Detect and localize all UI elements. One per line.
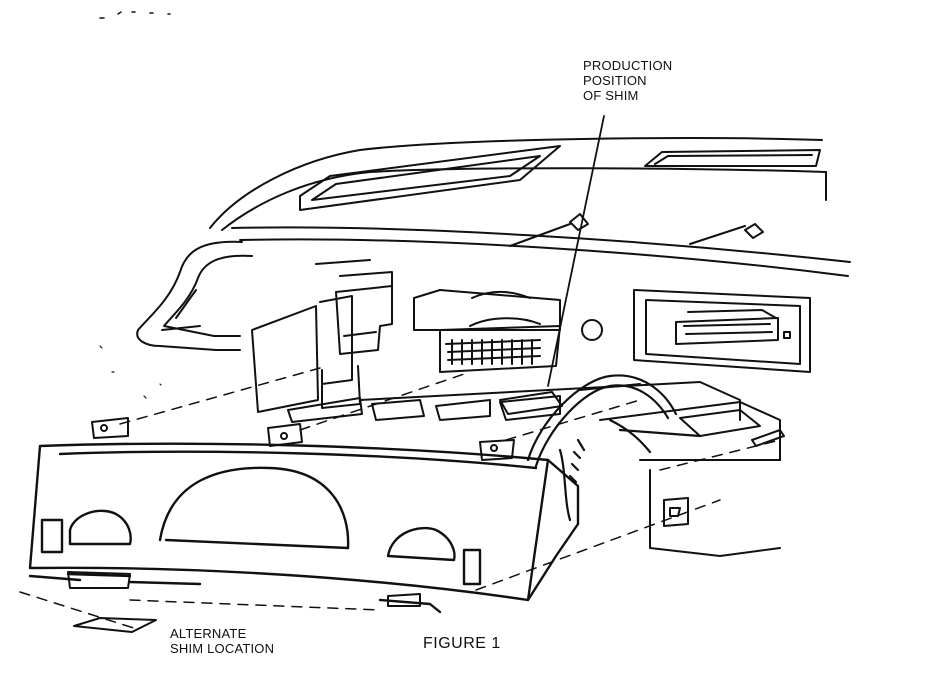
- alignment-lines: [19, 367, 781, 631]
- scan-specks: [99, 11, 171, 19]
- alternate-shim-label: ALTERNATE SHIM LOCATION: [170, 626, 310, 656]
- alternate-shim: [73, 617, 157, 633]
- production-label-line: PRODUCTION: [583, 58, 673, 73]
- rear-brackets: [251, 259, 393, 423]
- alternate-label-line: ALTERNATE: [170, 626, 247, 641]
- center-connector: [413, 289, 603, 373]
- mounting-tabs: [67, 417, 515, 607]
- radio-opening: [633, 289, 811, 373]
- cluster-lens: [28, 442, 580, 614]
- alternate-label-line: SHIM LOCATION: [170, 641, 275, 656]
- dashboard-shell: [209, 137, 851, 277]
- production-shim: [499, 391, 563, 415]
- production-position-label: PRODUCTION POSITION OF SHIM: [583, 58, 713, 103]
- production-shim-leader: [547, 115, 605, 387]
- figure-caption: FIGURE 1: [423, 635, 501, 652]
- cable-loop: [526, 374, 702, 522]
- shelf: [359, 381, 785, 557]
- cluster-hood: [136, 240, 253, 351]
- production-label-line: OF SHIM: [583, 88, 639, 103]
- speckles: [99, 345, 162, 399]
- production-label-line: POSITION: [583, 73, 647, 88]
